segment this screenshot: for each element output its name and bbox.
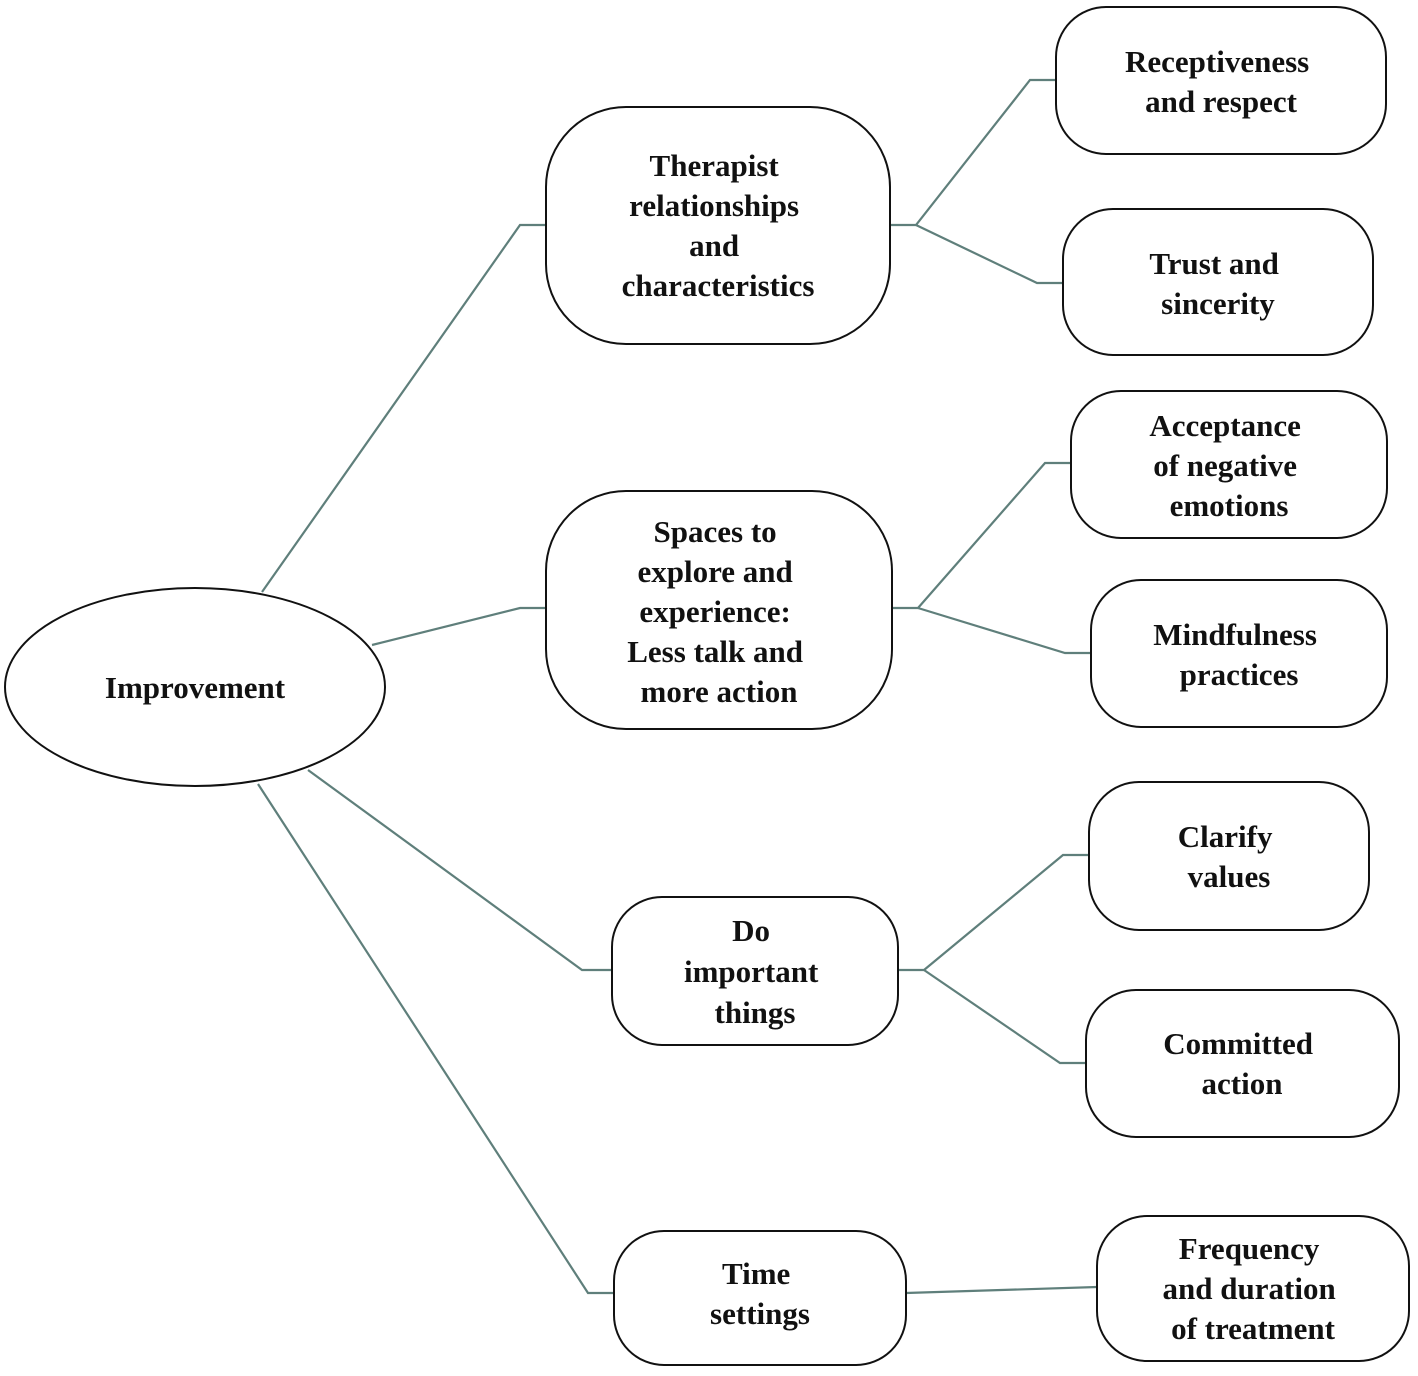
- subtheme-2-1-line-3: emotions: [1170, 488, 1289, 523]
- subtheme-node-2-1-shape: [1070, 390, 1388, 539]
- subtheme-4-1-line-2: and duration: [1163, 1271, 1336, 1306]
- theme-1-line-3: and: [689, 228, 739, 263]
- subtheme-1-1-line-2: and respect: [1145, 84, 1298, 119]
- subtheme-node-2-2-shape: [1090, 579, 1388, 728]
- subtheme-node-1-1: Receptiveness and respect: [1055, 6, 1387, 155]
- subtheme-node-2-1: Acceptance of negative emotions: [1070, 390, 1388, 539]
- connector-theme-1-to-subtheme-1: [890, 78, 1056, 227]
- subtheme-node-4-1-shape: [1096, 1215, 1410, 1362]
- subtheme-node-2-2: Mindfulness practices: [1090, 579, 1388, 728]
- connector-theme-3-to-subtheme-1: [898, 853, 1089, 972]
- theme-node-2-shape: [545, 490, 893, 730]
- subtheme-node-1-2-shape: [1062, 208, 1374, 356]
- connector-theme-3-to-subtheme-2: [923, 969, 1086, 1065]
- connector-theme-1-to-subtheme-2: [915, 224, 1063, 285]
- theme-2-line-2: explore and: [637, 554, 792, 589]
- subtheme-2-1-line-1: Acceptance: [1149, 408, 1301, 443]
- subtheme-4-1-line-3: of treatment: [1171, 1311, 1336, 1346]
- svg-text:Acceptance of negative: Acceptance of negative emotions: [1149, 408, 1308, 523]
- subtheme-1-2-line-1: Trust and: [1149, 246, 1279, 281]
- theme-node-4-shape: [613, 1230, 907, 1366]
- theme-2-line-1: Spaces to: [654, 514, 777, 549]
- subtheme-1-1-line-1: Receptiveness: [1125, 44, 1309, 79]
- subtheme-1-2-line-2: sincerity: [1161, 286, 1275, 321]
- svg-text:Receptiveness and respec: Receptiveness and respect: [1125, 44, 1317, 119]
- theme-node-3-shape: [611, 896, 899, 1046]
- connector-theme-2-to-subtheme-1: [892, 461, 1071, 610]
- root-node-label: Improvement: [105, 670, 286, 705]
- connectors: [257, 78, 1098, 1295]
- theme-node-3: Do important things: [611, 896, 899, 1046]
- svg-text:Mindfulness practices: Mindfulness practices: [1153, 617, 1324, 692]
- svg-text:Frequency and duration: Frequency and duration of treatment: [1163, 1231, 1344, 1346]
- subtheme-2-1-line-2: of negative: [1153, 448, 1297, 483]
- theme-2-line-5: more action: [641, 674, 798, 709]
- theme-3-line-3: things: [715, 995, 796, 1030]
- subtheme-3-2-line-1: Committed: [1163, 1026, 1313, 1061]
- connector-theme-2-to-subtheme-2: [917, 606, 1091, 655]
- connector-root-to-theme-4: [257, 783, 614, 1295]
- theme-1-line-2: relationships: [629, 188, 799, 223]
- svg-text:Committed action: Committed action: [1163, 1026, 1321, 1101]
- svg-text:Trust and sincerity: Trust and sincerity: [1149, 246, 1286, 321]
- connector-root-to-theme-1: [261, 223, 546, 593]
- subtheme-node-3-1: Clarify values: [1088, 781, 1370, 931]
- subtheme-node-1-2: Trust and sincerity: [1062, 208, 1374, 356]
- theme-node-2: Spaces to explore and experience: Less t…: [545, 490, 893, 730]
- theme-2-line-3: experience:: [639, 594, 790, 629]
- subtheme-4-1-line-1: Frequency: [1179, 1231, 1320, 1266]
- root-node-shape: [4, 587, 386, 787]
- subtheme-node-3-2-shape: [1085, 989, 1400, 1138]
- subtheme-3-2-line-2: action: [1202, 1066, 1283, 1101]
- connector-root-to-theme-3: [307, 769, 612, 972]
- subtheme-3-1-line-1: Clarify: [1178, 819, 1273, 854]
- svg-text:Time settings: Time settings: [710, 1256, 810, 1331]
- svg-text:Clarify values: Clarify values: [1178, 819, 1280, 894]
- theme-node-1: Therapist relationships and characterist…: [545, 106, 891, 345]
- connector-theme-4-to-subtheme-1: [905, 1285, 1098, 1295]
- theme-1-line-4: characteristics: [622, 268, 815, 303]
- root-node: Improvement: [4, 587, 386, 787]
- subtheme-3-1-line-2: values: [1188, 859, 1271, 894]
- svg-text:Therapist relationships: Therapist relationships and characterist…: [622, 148, 815, 303]
- theme-2-line-4: Less talk and: [627, 634, 803, 669]
- subtheme-node-4-1: Frequency and duration of treatment: [1096, 1215, 1410, 1362]
- theme-1-line-1: Therapist: [650, 148, 780, 183]
- subtheme-node-3-2: Committed action: [1085, 989, 1400, 1138]
- theme-3-line-1: Do: [732, 913, 770, 948]
- theme-3-line-2: important: [684, 954, 819, 989]
- theme-node-1-shape: [545, 106, 891, 345]
- theme-4-line-1: Time: [722, 1256, 790, 1291]
- subtheme-node-3-1-shape: [1088, 781, 1370, 931]
- subtheme-2-2-line-2: practices: [1180, 657, 1299, 692]
- svg-text:Do important thing: Do important things: [684, 913, 826, 1030]
- theme-4-line-2: settings: [710, 1296, 810, 1331]
- subtheme-2-2-line-1: Mindfulness: [1153, 617, 1317, 652]
- subtheme-node-1-1-shape: [1055, 6, 1387, 155]
- svg-text:Spaces to explore and: Spaces to explore and experience: Less t…: [627, 514, 810, 709]
- connector-root-to-theme-2: [371, 606, 546, 647]
- theme-node-4: Time settings: [613, 1230, 907, 1366]
